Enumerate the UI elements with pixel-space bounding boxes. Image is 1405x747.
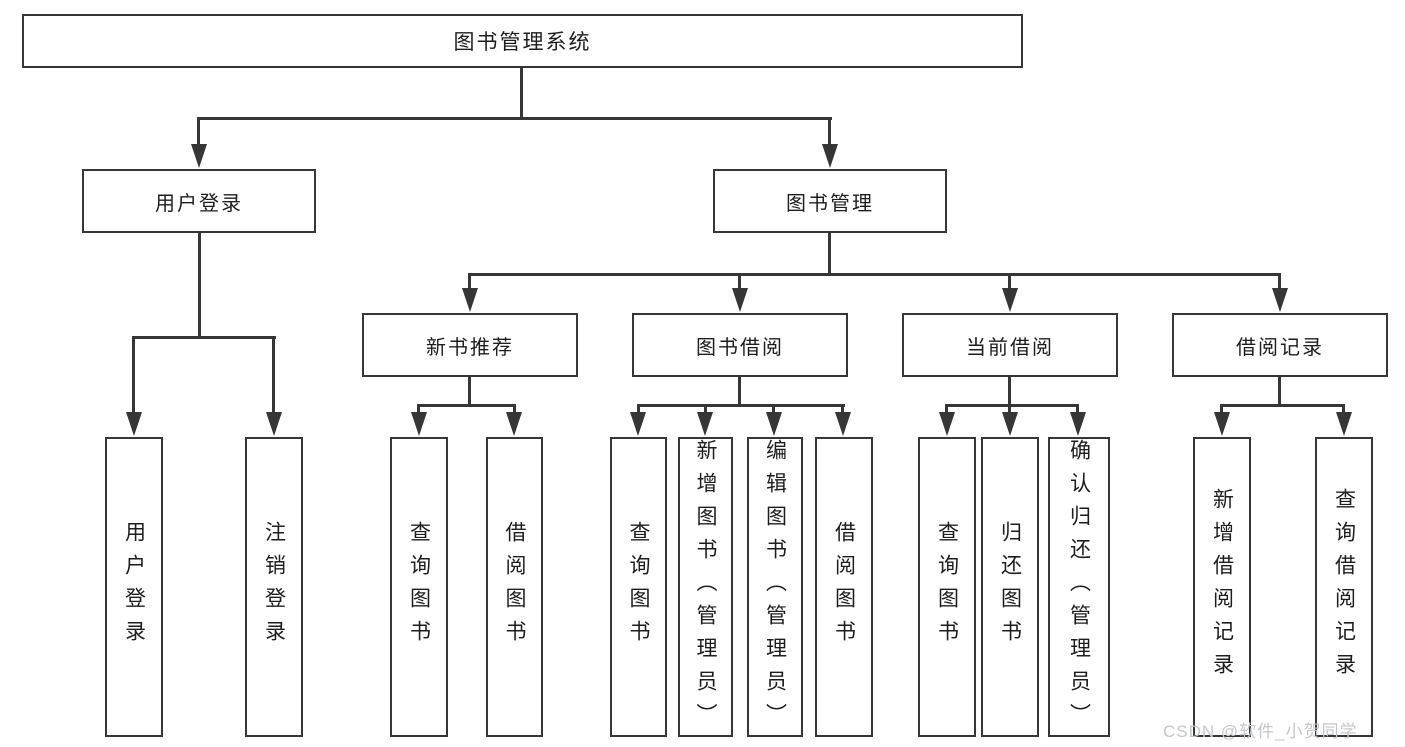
connector-groupD-rail	[1220, 404, 1345, 407]
leaf-label: 新增借阅记录	[1210, 488, 1234, 686]
connector-groupA-drop-1	[417, 404, 420, 416]
node-book-management-system: 图书管理系统	[22, 14, 1023, 68]
leaf-add-books-admin: 新增图书（管理员）	[678, 437, 733, 737]
leaf-label: 新增图书（管理员）	[694, 439, 717, 736]
arrow-down-icon	[1070, 412, 1086, 436]
leaf-query-borrow-record: 查询借阅记录	[1315, 437, 1373, 737]
leaf-edit-books-admin: 编辑图书（管理员）	[747, 437, 803, 737]
connector-level3-drop-2	[738, 273, 741, 293]
arrow-down-icon	[506, 412, 522, 436]
arrow-down-icon	[462, 288, 478, 312]
arrow-down-icon	[266, 412, 282, 436]
arrow-down-icon	[939, 412, 955, 436]
connector-groupC-stem	[1008, 377, 1011, 407]
leaf-label: 注销登录	[262, 521, 286, 653]
connector-root-stem	[520, 68, 523, 120]
leaf-user-login: 用户登录	[105, 437, 163, 737]
arrow-down-icon	[1002, 288, 1018, 312]
leaf-label: 用户登录	[122, 521, 146, 653]
connector-groupD-stem	[1278, 377, 1281, 407]
leaf-query-books-borrowing: 查询图书	[610, 437, 667, 737]
connector-groupC-drop-1	[945, 404, 948, 416]
connector-groupA-rail	[417, 404, 516, 407]
connector-groupC-drop-3	[1076, 404, 1079, 416]
connector-groupB-drop-1	[637, 404, 640, 416]
connector-groupB-drop-2	[704, 404, 707, 416]
connector-level2-drop-left	[197, 117, 200, 147]
node-borrowing-records: 借阅记录	[1172, 313, 1388, 377]
connector-level3-drop-3	[1008, 273, 1011, 293]
node-current-borrowing: 当前借阅	[902, 313, 1118, 377]
leaf-label: 借阅图书	[832, 521, 856, 653]
connector-level2-rail	[198, 117, 832, 120]
arrow-down-icon	[766, 412, 782, 436]
leaf-return-books: 归还图书	[981, 437, 1039, 737]
node-label: 图书管理	[786, 192, 874, 215]
node-label: 用户登录	[155, 192, 243, 215]
csdn-watermark: CSDN @软件_小贺同学	[1163, 722, 1358, 741]
leaf-add-borrow-record: 新增借阅记录	[1193, 437, 1251, 737]
leaf-query-books-recommend: 查询图书	[390, 437, 448, 737]
connector-groupD-drop-2	[1342, 404, 1345, 416]
connector-management-stem	[828, 233, 831, 276]
node-label: 当前借阅	[966, 336, 1054, 359]
leaf-label: 编辑图书（管理员）	[763, 439, 787, 736]
connector-groupB-drop-4	[841, 404, 844, 416]
arrow-down-icon	[732, 288, 748, 312]
connector-login-drop-right	[272, 336, 275, 414]
arrow-down-icon	[1002, 412, 1018, 436]
arrow-down-icon	[822, 144, 838, 168]
leaf-label: 借阅图书	[503, 521, 526, 653]
connector-login-rail	[133, 336, 276, 339]
arrow-down-icon	[411, 412, 427, 436]
arrow-down-icon	[1214, 412, 1230, 436]
leaf-query-books-current: 查询图书	[918, 437, 976, 737]
arrow-down-icon	[191, 144, 207, 168]
leaf-label: 查询图书	[407, 521, 431, 653]
leaf-label: 确认归还（管理员）	[1067, 439, 1091, 736]
arrow-down-icon	[1336, 412, 1352, 436]
arrow-down-icon	[835, 412, 851, 436]
connector-groupA-stem	[468, 377, 471, 407]
arrow-down-icon	[126, 412, 142, 436]
connector-login-drop-left	[132, 336, 135, 414]
node-label: 新书推荐	[426, 336, 514, 359]
connector-groupB-rail	[637, 404, 845, 407]
node-user-login: 用户登录	[82, 169, 316, 233]
connector-login-stem	[198, 233, 201, 339]
node-label: 借阅记录	[1236, 336, 1324, 359]
arrow-down-icon	[630, 412, 646, 436]
connector-groupC-drop-2	[1008, 404, 1011, 416]
connector-level3-drop-4	[1278, 273, 1281, 293]
leaf-borrow-books-recommend: 借阅图书	[486, 437, 543, 737]
node-book-borrowing: 图书借阅	[632, 313, 848, 377]
connector-level3-rail	[468, 273, 1281, 276]
leaf-borrow-books-borrowing: 借阅图书	[815, 437, 873, 737]
leaf-logout: 注销登录	[245, 437, 303, 737]
connector-groupA-drop-2	[513, 404, 516, 416]
node-label: 图书管理系统	[453, 31, 592, 54]
connector-groupD-drop-1	[1220, 404, 1223, 416]
leaf-confirm-return-admin: 确认归还（管理员）	[1048, 437, 1110, 737]
leaf-label: 查询借阅记录	[1332, 488, 1356, 686]
connector-groupB-drop-3	[772, 404, 775, 416]
connector-level3-drop-1	[468, 273, 471, 293]
node-book-management: 图书管理	[713, 169, 947, 233]
node-new-book-recommend: 新书推荐	[362, 313, 578, 377]
leaf-label: 归还图书	[998, 521, 1022, 653]
arrow-down-icon	[1272, 288, 1288, 312]
arrow-down-icon	[697, 412, 713, 436]
connector-groupB-stem	[738, 377, 741, 407]
leaf-label: 查询图书	[935, 521, 959, 653]
node-label: 图书借阅	[696, 336, 784, 359]
leaf-label: 查询图书	[627, 521, 650, 653]
connector-level2-drop-right	[828, 117, 831, 147]
connector-groupC-rail	[945, 404, 1079, 407]
